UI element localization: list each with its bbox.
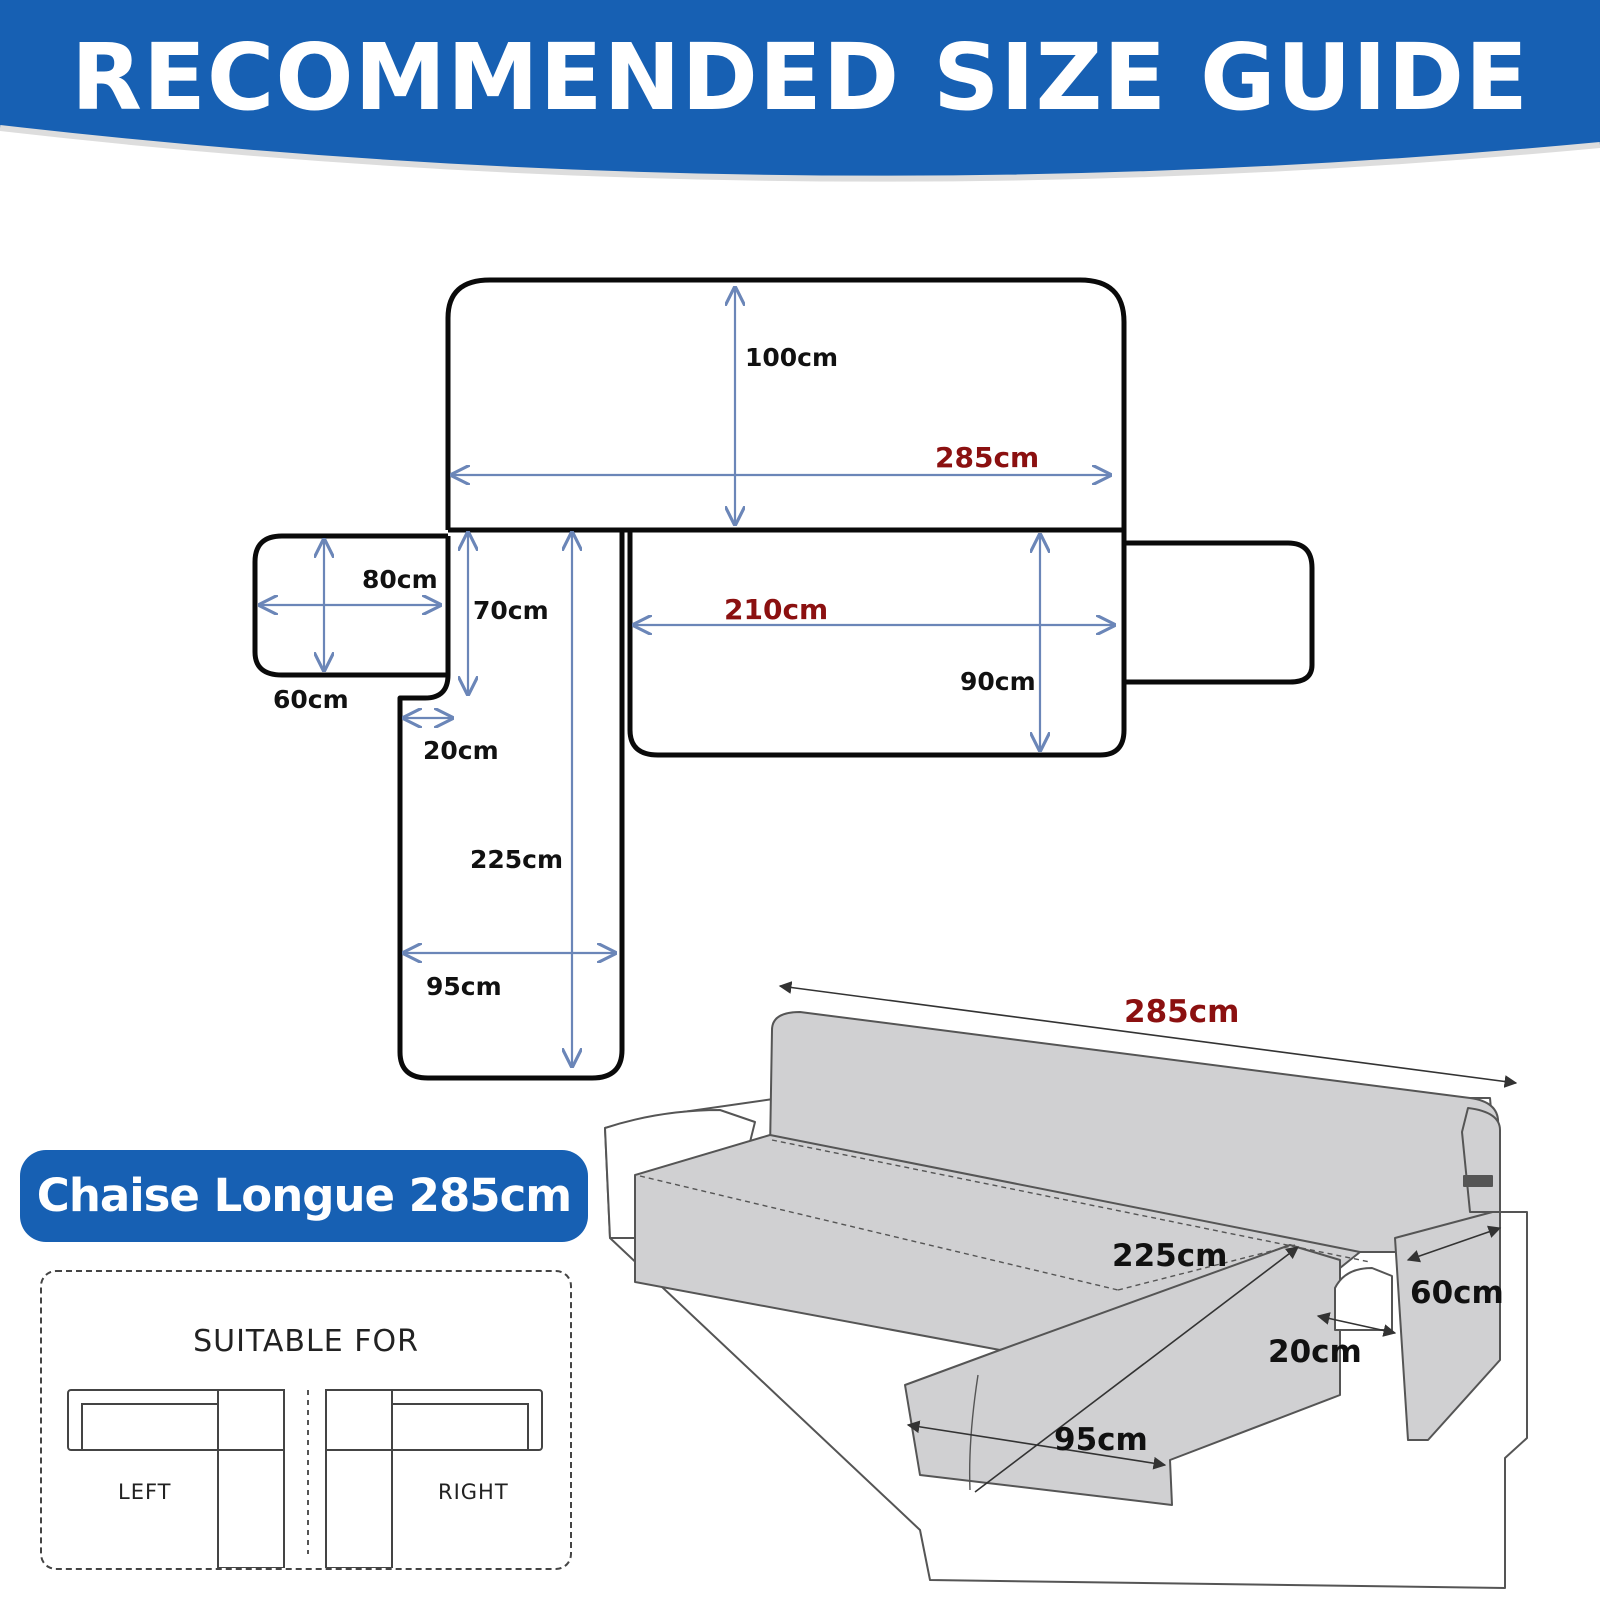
sofa-right-back-arm xyxy=(1461,1107,1501,1213)
suitable-for-box: SUITABLE FOR LEFT RIGHT xyxy=(40,1270,572,1570)
sofa-arrow-chaise-width xyxy=(906,1420,1167,1470)
sofa-label-chaise-width: 95cm xyxy=(1054,1422,1148,1458)
label-arm-length: 80cm xyxy=(362,565,438,594)
label-back-height: 100cm xyxy=(745,343,838,372)
header-banner: RECOMMENDED SIZE GUIDE xyxy=(0,0,1600,210)
right-option-label: RIGHT xyxy=(438,1480,509,1504)
measure-arrows xyxy=(260,288,1114,1066)
sofa-label-chaise-length: 225cm xyxy=(1112,1238,1227,1274)
label-chaise-width: 95cm xyxy=(426,972,502,1001)
product-name-badge: Chaise Longue 285cm xyxy=(20,1150,588,1242)
orientation-icons xyxy=(67,1389,543,1568)
seat-panel xyxy=(627,530,1127,758)
label-notch-20: 20cm xyxy=(423,736,499,765)
back-panel xyxy=(445,277,1127,530)
sofa-strap xyxy=(1463,1175,1493,1187)
sofa-inner-arm xyxy=(1334,1267,1393,1331)
sofa-label-arm-width: 20cm xyxy=(1268,1334,1362,1370)
sofa-label-total-width: 285cm xyxy=(1124,994,1239,1030)
label-chaise-length: 225cm xyxy=(470,845,563,874)
sofa-arrow-arm-depth xyxy=(1406,1225,1502,1263)
sofa-arrow-arm-width xyxy=(1316,1312,1397,1337)
sofa-labels: 285cm 225cm 60cm 20cm 95cm xyxy=(1054,994,1504,1458)
sofa-illustration xyxy=(604,1011,1528,1589)
label-back-width: 285cm xyxy=(935,441,1039,474)
label-seat-depth: 90cm xyxy=(960,667,1036,696)
sofa-right-arm-cover xyxy=(1394,1209,1501,1441)
banner-shape xyxy=(0,0,1600,182)
pattern-labels: 100cm 285cm 80cm 60cm 70cm 20cm 225cm 95… xyxy=(273,343,1039,1001)
suitable-title: SUITABLE FOR xyxy=(193,1324,419,1359)
right-arm-panel xyxy=(1124,540,1315,685)
label-notch-70: 70cm xyxy=(473,596,549,625)
left-option-label: LEFT xyxy=(118,1480,172,1504)
label-arm-height: 60cm xyxy=(273,685,349,714)
sofa-label-arm-depth: 60cm xyxy=(1410,1275,1504,1311)
page-title: RECOMMENDED SIZE GUIDE xyxy=(71,24,1529,131)
label-seat-width: 210cm xyxy=(724,593,828,626)
left-arm-panel xyxy=(252,533,448,678)
sofa-arrows xyxy=(778,981,1518,1493)
chaise-panel xyxy=(397,530,625,1081)
sofa-arrow-total-width xyxy=(778,981,1518,1088)
left-sofa-icon xyxy=(67,1389,285,1568)
right-sofa-icon xyxy=(325,1389,543,1568)
cover-pattern-outline xyxy=(252,277,1315,1081)
